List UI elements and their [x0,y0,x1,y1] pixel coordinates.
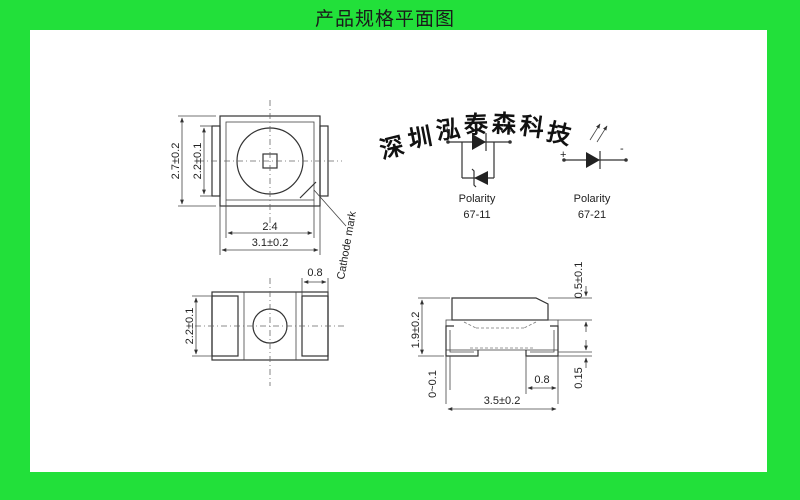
watermark-char: 科 [518,110,546,142]
cathode-leader [313,189,347,227]
page-title: 产品规格平面图 [314,8,455,30]
dim-top-inner-height: 2.2±0.1 [192,143,204,180]
polarity-right-label: Polarity [574,193,611,205]
spec-drawing: 2.7±0.2 2.2±0.1 2.4 3.1±0.2 Cathode mark [170,100,628,411]
polarity-left-plus: + [444,125,450,137]
dim-side-offset: 0~0.1 [427,370,439,398]
dim-top-inner-width: 2.4 [262,221,277,233]
led-diode-icon [586,152,600,168]
dim-top-height: 2.7±0.2 [170,143,182,180]
polarity-right-code: 67-21 [578,209,606,221]
polarity-right-plus: + [560,149,566,161]
cathode-mark-notch [299,181,317,199]
side-view-body [445,319,559,351]
watermark-char: 泓 [434,114,461,146]
light-emission-icon [589,123,601,141]
cathode-mark-label: Cathode mark [335,210,359,281]
polarity-left-label: Polarity [459,193,496,205]
side-view: 0.5±0.1 1.9±0.2 0.15 0~0.1 0.8 3.5±0.2 [410,262,592,411]
side-view-left-lead [445,325,479,357]
dim-side-top: 0.5±0.1 [573,262,585,299]
dim-bottom-height: 2.2±0.1 [184,308,196,345]
side-view-top-cap [451,297,549,321]
dim-top-width: 3.1±0.2 [252,237,289,249]
dim-side-bottom: 0.15 [573,367,585,388]
light-emission-icon [596,125,608,143]
dim-side-width: 3.5±0.2 [484,395,521,407]
watermark-char: 技 [544,117,575,151]
dim-side-height: 1.9±0.2 [410,312,422,349]
polarity-left-minus: - [508,125,512,137]
polarity-right-minus: - [620,143,624,155]
polarity-67-11: + - Polarity 67-11 [444,125,512,221]
watermark-char: 深 [377,131,407,165]
watermark-char: 森 [491,108,517,138]
dim-side-pad: 0.8 [534,374,549,386]
company-watermark: 深 圳 泓 泰 森 科 技 [377,108,575,164]
dim-bottom-pad: 0.8 [307,267,322,279]
watermark-char: 泰 [463,110,489,140]
top-view: 2.7±0.2 2.2±0.1 2.4 3.1±0.2 Cathode mark [170,100,359,281]
drawing-sheet: 2.7±0.2 2.2±0.1 2.4 3.1±0.2 Cathode mark [30,30,767,472]
side-view-right-lead [525,325,559,357]
polarity-left-code: 67-11 [463,209,490,221]
bottom-view: 2.2±0.1 0.8 [184,267,344,386]
watermark-char: 圳 [405,121,434,154]
polarity-67-21: + - Polarity 67-21 [560,123,628,221]
led-diode-icon [472,134,486,150]
zener-diode-icon [474,171,488,185]
